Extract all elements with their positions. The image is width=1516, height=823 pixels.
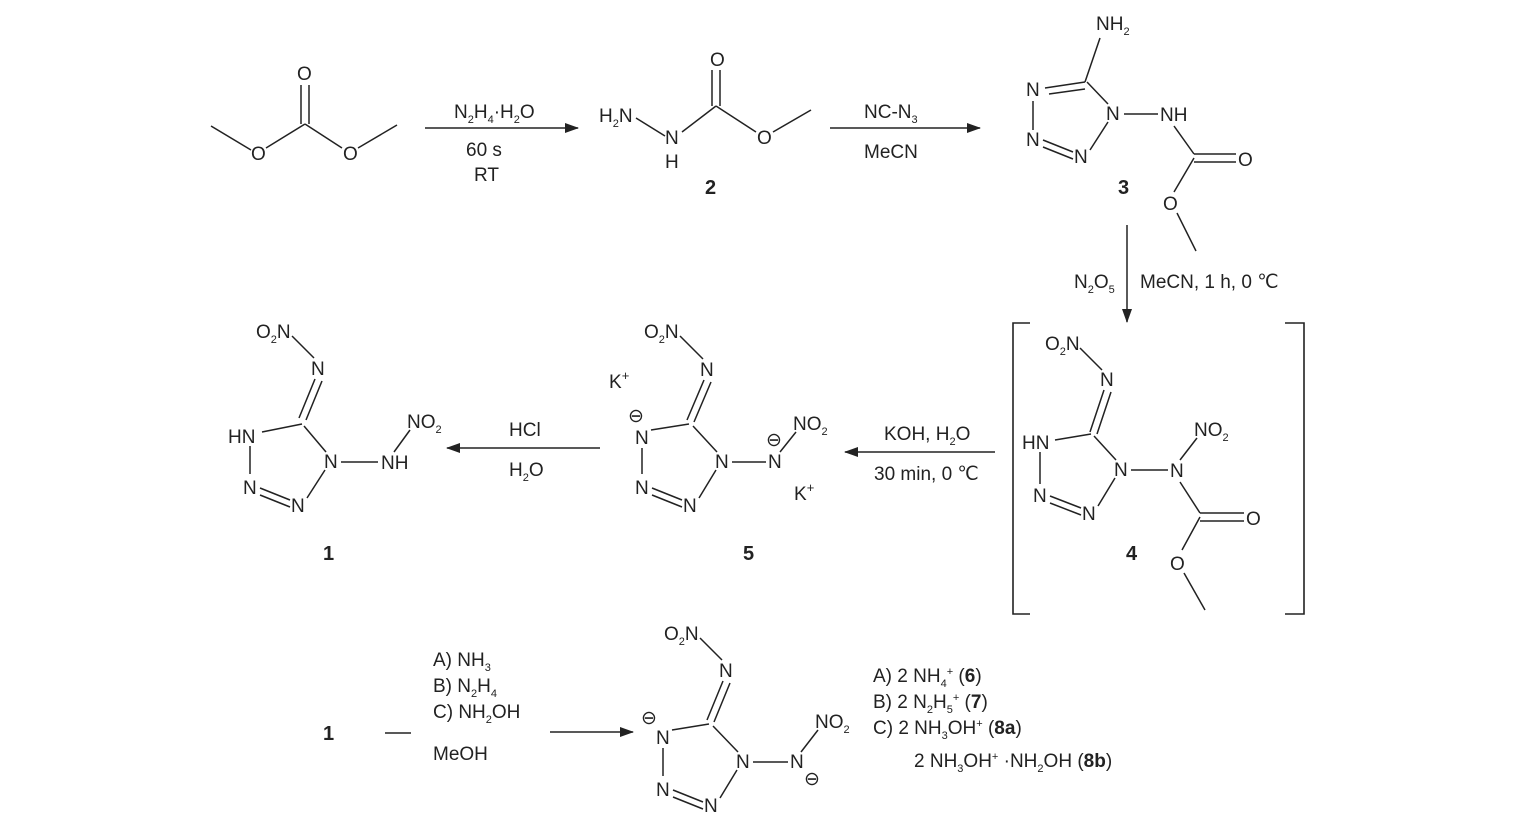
arrow-step4: KOH, H2O 30 min, 0 ℃ [844, 424, 995, 485]
reagent-hydrazine-hydrate: N2H4·H2O [454, 102, 535, 126]
dimethyl-carbonate: O O O [210, 64, 398, 165]
reagent-n2o5: N2O5 [1074, 272, 1115, 296]
solvent-water: H2O [509, 460, 544, 484]
atom-no2: NO2 [793, 414, 828, 438]
atom-no2: NO2 [407, 412, 442, 436]
atom-o: O [1238, 150, 1253, 171]
atom-o2n: O2N [664, 624, 699, 648]
atom-nh: NH [381, 453, 408, 474]
compound-label-1: 1 [323, 543, 334, 565]
atom-n: N [665, 128, 679, 149]
atom-hn: HN [228, 427, 255, 448]
atom-o: O [710, 50, 725, 71]
condition-mecn-1h: MeCN, 1 h, 0 ℃ [1140, 272, 1279, 293]
atom-n: N [719, 661, 733, 682]
arrow-step2: NC-N3 MeCN [830, 102, 981, 163]
atom-n: N [1100, 370, 1114, 391]
atom-o2n: O2N [644, 322, 679, 346]
atom-n: N [1082, 504, 1096, 525]
atom-o: O [343, 144, 358, 165]
compound-label-4: 4 [1126, 543, 1138, 565]
arrow-step3: N2O5 MeCN, 1 h, 0 ℃ [1074, 225, 1279, 323]
compound-3: NH2 N N N N NH O O 3 [1026, 14, 1253, 252]
atom-n: N [291, 496, 305, 517]
charge-minus: ⊖ [804, 769, 820, 790]
compound-label-5: 5 [743, 543, 754, 565]
compound-2: H2N N H O O 2 [599, 50, 812, 199]
compound-label-3: 3 [1118, 177, 1129, 199]
reagent-cyanogen-azide: NC-N3 [864, 102, 918, 126]
compound-5: O2N N K+ ⊖ N N N N ⊖ N NO2 K+ 5 [609, 322, 828, 565]
atom-no2: NO2 [1194, 420, 1229, 444]
potassium-ion: K+ [794, 480, 814, 505]
compound-label-1-start: 1 [323, 723, 334, 745]
option-a-ammonia: A) NH3 [433, 650, 491, 674]
atom-h2n: H2N [599, 106, 633, 130]
condition-time: 60 s [466, 140, 502, 161]
solvent-mecn: MeCN [864, 142, 918, 163]
condition-30min: 30 min, 0 ℃ [874, 464, 979, 485]
atom-n: N [311, 359, 325, 380]
atom-n: N [656, 780, 670, 801]
charge-minus: ⊖ [766, 430, 782, 451]
atom-o: O [297, 64, 312, 85]
atom-nh2: NH2 [1096, 14, 1130, 38]
compound-1: O2N N HN N N N NH NO2 1 [228, 322, 442, 565]
atom-n: N [324, 452, 338, 473]
atom-o: O [757, 128, 772, 149]
compound-4: O2N N HN N N N N NO2 O O 4 [1012, 322, 1305, 615]
atom-n: N [1074, 147, 1088, 168]
atom-n: N [704, 796, 718, 817]
atom-no2: NO2 [815, 712, 850, 736]
atom-n: N [635, 428, 649, 449]
atom-hn: HN [1022, 433, 1049, 454]
atom-o: O [251, 144, 266, 165]
atom-n: N [1106, 104, 1120, 125]
atom-n: N [635, 478, 649, 499]
atom-n: N [1026, 130, 1040, 151]
atom-n: N [768, 452, 782, 473]
potassium-ion: K+ [609, 368, 629, 393]
charge-minus: ⊖ [628, 406, 644, 427]
atom-n: N [656, 728, 670, 749]
option-b-hydrazine: B) N2H4 [433, 676, 497, 700]
salt-formation: 1 A) NH3 B) N2H4 C) NH2OH MeOH O2N N ⊖ N… [323, 624, 1112, 817]
charge-minus: ⊖ [641, 708, 657, 729]
salt-8a: C) 2 NH3OH+ (8a) [873, 718, 1022, 742]
salt-8b: 2 NH3OH+ ·NH2OH (8b) [914, 751, 1112, 775]
arrow-step1: N2H4·H2O 60 s RT [425, 102, 579, 186]
atom-n: N [736, 752, 750, 773]
atom-n: N [1114, 460, 1128, 481]
atom-n: N [715, 452, 729, 473]
arrow-step5: HCl H2O [446, 420, 600, 484]
atom-o2n: O2N [256, 322, 291, 346]
atom-n: N [1170, 461, 1184, 482]
solvent-meoh: MeOH [433, 744, 488, 765]
atom-n: N [683, 496, 697, 517]
atom-n: N [790, 752, 804, 773]
salt-6: A) 2 NH4+ (6) [873, 666, 982, 690]
condition-temp: RT [474, 165, 499, 186]
atom-n: N [1033, 486, 1047, 507]
atom-n: N [1026, 80, 1040, 101]
compound-label-2: 2 [705, 177, 716, 199]
atom-o: O [1246, 509, 1261, 530]
atom-n: N [243, 478, 257, 499]
atom-o2n: O2N [1045, 334, 1080, 358]
atom-h: H [665, 152, 679, 173]
reagent-hcl: HCl [509, 420, 541, 441]
option-c-hydroxylamine: C) NH2OH [433, 702, 520, 726]
atom-o: O [1163, 194, 1178, 215]
atom-nh: NH [1160, 105, 1187, 126]
salt-7: B) 2 N2H5+ (7) [873, 692, 988, 716]
atom-n: N [700, 360, 714, 381]
atom-o: O [1170, 554, 1185, 575]
reagent-koh: KOH, H2O [884, 424, 970, 448]
